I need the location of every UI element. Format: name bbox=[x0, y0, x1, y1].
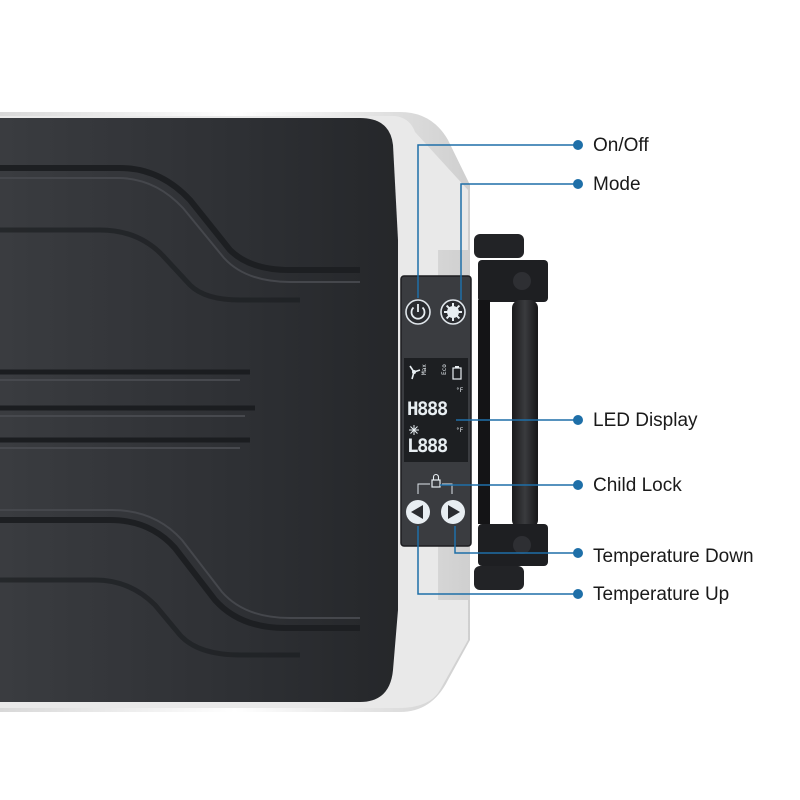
fridge-body bbox=[0, 118, 398, 702]
dot-mode bbox=[573, 179, 583, 189]
snowflake-gear-icon bbox=[444, 303, 462, 321]
dot-on-off bbox=[573, 140, 583, 150]
fan-icon bbox=[409, 365, 421, 380]
label-temperature-down: Temperature Down bbox=[593, 546, 754, 567]
display-top-digits: H888 bbox=[407, 398, 448, 420]
leader-dots bbox=[573, 140, 583, 599]
label-led-display: LED Display bbox=[593, 410, 698, 431]
leader-temperature-down bbox=[454, 526, 578, 554]
label-mode: Mode bbox=[593, 174, 641, 195]
dot-temperature-down bbox=[573, 548, 583, 558]
leader-on-off bbox=[417, 144, 578, 298]
dot-led-display bbox=[573, 415, 583, 425]
dot-temperature-up bbox=[573, 589, 583, 599]
led-display: Max Eco H888 L888 °F °F bbox=[404, 358, 468, 462]
display-unit-top: °F bbox=[456, 387, 464, 394]
label-on-off: On/Off bbox=[593, 135, 649, 156]
temperature-up-button[interactable] bbox=[406, 500, 430, 524]
power-icon bbox=[410, 304, 426, 320]
display-tag-eco: Eco bbox=[441, 364, 448, 375]
child-lock-indicator[interactable] bbox=[417, 473, 453, 495]
snowflake-icon bbox=[409, 425, 419, 435]
mode-button[interactable] bbox=[440, 299, 466, 325]
label-child-lock: Child Lock bbox=[593, 475, 682, 496]
temperature-down-button[interactable] bbox=[441, 500, 465, 524]
display-bottom-digits: L888 bbox=[407, 435, 448, 457]
dot-child-lock bbox=[573, 480, 583, 490]
leader-lines bbox=[417, 144, 578, 595]
power-button[interactable] bbox=[405, 299, 431, 325]
leader-temperature-up bbox=[417, 526, 578, 595]
lock-icon bbox=[431, 473, 441, 488]
arrow-left-icon bbox=[411, 505, 423, 519]
display-tag-max: Max bbox=[421, 364, 428, 375]
label-temperature-up: Temperature Up bbox=[593, 584, 730, 605]
carry-handle[interactable] bbox=[474, 234, 548, 590]
arrow-right-icon bbox=[448, 505, 460, 519]
leader-mode bbox=[460, 183, 578, 300]
display-unit-bottom: °F bbox=[456, 427, 464, 434]
battery-icon bbox=[452, 366, 462, 380]
